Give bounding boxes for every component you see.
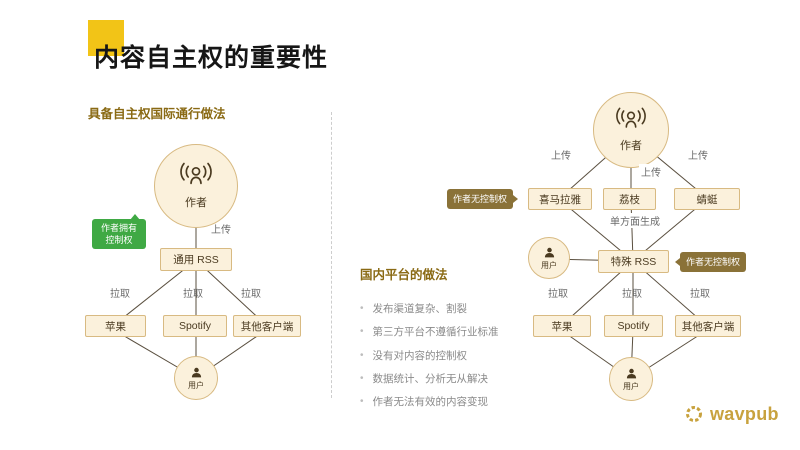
- right-pull-label-3: 拉取: [690, 289, 710, 300]
- right-platform-qingting: 蜻蜓: [674, 188, 740, 210]
- right-pull-label-1: 拉取: [548, 289, 568, 300]
- right-user-mid-label: 用户: [541, 260, 557, 270]
- right-client-spotify: Spotify: [604, 315, 663, 337]
- wavpub-logo-text: wavpub: [710, 403, 779, 424]
- bullet-text: 没有对内容的控制权: [372, 349, 468, 362]
- left-author-control-badge: 作者拥有控制权: [92, 213, 146, 250]
- left-author-node: 作者: [154, 144, 238, 228]
- list-item: 作者无法有效的内容变现: [360, 394, 499, 410]
- left-client-apple: 苹果: [85, 315, 146, 337]
- left-user-label: 用户: [188, 380, 204, 390]
- right-user-node: 用户: [609, 357, 653, 401]
- right-author-label: 作者: [620, 140, 642, 152]
- right-user-label: 用户: [623, 381, 639, 391]
- section-divider: [331, 112, 332, 398]
- list-item: 发布渠道复杂、割裂: [360, 301, 499, 317]
- right-pull-label-2: 拉取: [622, 289, 642, 300]
- list-item: 数据统计、分析无从解决: [360, 371, 499, 387]
- right-upload-label-1: 上传: [551, 151, 571, 162]
- left-section-heading: 具备自主权国际通行做法: [88, 107, 226, 121]
- podcast-icon: [180, 162, 212, 185]
- right-client-apple: 苹果: [533, 315, 591, 337]
- left-pull-label-1: 拉取: [110, 289, 130, 300]
- right-author-node: 作者: [593, 92, 669, 168]
- podcast-icon: [616, 107, 646, 128]
- left-upload-label: 上传: [211, 225, 231, 236]
- right-user-mid-node: 用户: [528, 237, 570, 279]
- left-client-spotify: Spotify: [163, 315, 227, 337]
- left-client-other: 其他客户端: [233, 315, 301, 337]
- left-author-label: 作者: [185, 197, 207, 209]
- left-pull-label-2: 拉取: [183, 289, 203, 300]
- bullet-text: 发布渠道复杂、割裂: [372, 303, 468, 315]
- left-user-node: 用户: [174, 356, 218, 400]
- page-title: 内容自主权的重要性: [94, 44, 329, 72]
- list-item: 第三方平台不遵循行业标准: [360, 324, 499, 340]
- right-client-other: 其他客户端: [675, 315, 741, 337]
- user-icon: [544, 247, 554, 257]
- bullet-text: 数据统计、分析无从解决: [372, 372, 489, 385]
- title-accent-square: [88, 20, 124, 56]
- user-icon: [626, 368, 636, 378]
- notes-bullet-list: 发布渠道复杂、割裂 第三方平台不遵循行业标准 没有对内容的控制权 数据统计、分析…: [360, 301, 499, 417]
- right-no-control-badge-rss: 作者无控制权: [674, 252, 747, 273]
- list-item: 没有对内容的控制权: [360, 348, 499, 364]
- user-icon: [191, 367, 201, 377]
- right-upload-label-3: 上传: [688, 151, 708, 162]
- wavpub-logo: wavpub: [683, 403, 779, 425]
- right-platform-lizhi: 荔枝: [603, 188, 656, 210]
- right-platform-ximalaya: 喜马拉雅: [528, 188, 592, 210]
- right-rss-box: 特殊 RSS: [598, 250, 669, 273]
- bullet-text: 第三方平台不遵循行业标准: [372, 326, 499, 339]
- right-upload-label-2: 上传: [639, 164, 663, 179]
- left-rss-box: 通用 RSS: [160, 248, 232, 271]
- right-notes-heading: 国内平台的做法: [360, 268, 448, 282]
- wavpub-logo-icon: [686, 406, 702, 422]
- bullet-text: 作者无法有效的内容变现: [372, 396, 489, 409]
- right-unilateral-label: 单方面生成: [608, 213, 662, 228]
- right-no-control-badge-top: 作者无控制权: [447, 189, 519, 210]
- left-pull-label-3: 拉取: [241, 289, 261, 300]
